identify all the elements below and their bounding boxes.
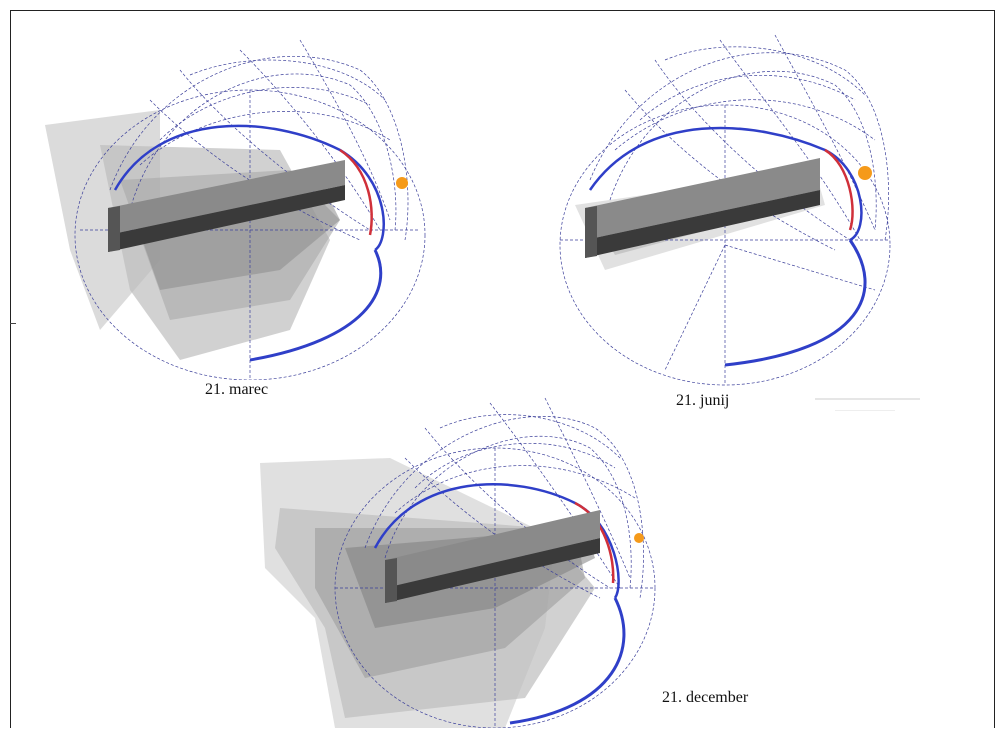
sun-icon xyxy=(858,166,872,180)
shadow-area xyxy=(45,110,340,360)
dome-grid xyxy=(334,397,656,728)
scan-artifact xyxy=(835,410,895,411)
sun-path xyxy=(113,124,385,362)
sun-path xyxy=(373,483,626,725)
sunpath-panel-june: 21. junij xyxy=(545,30,945,409)
building xyxy=(585,158,820,258)
sunpath-diagram-june xyxy=(559,34,891,386)
building xyxy=(108,160,345,252)
sun-icon xyxy=(634,533,644,543)
caption-march: 21. marec xyxy=(205,381,269,398)
margin-tick xyxy=(10,323,16,324)
sun-icon xyxy=(396,177,408,189)
scan-artifact xyxy=(815,398,920,400)
caption-june: 21. junij xyxy=(676,392,730,409)
sunpath-diagram-december xyxy=(260,397,656,728)
sunpath-diagram-march xyxy=(45,39,426,380)
caption-december: 21. december xyxy=(662,689,749,706)
sun-path xyxy=(588,126,867,367)
sunpath-panel-december: 21. december xyxy=(255,388,748,728)
dome-grid xyxy=(74,39,426,380)
sunpath-panel-march: 21. marec xyxy=(40,30,440,398)
figure-frame xyxy=(10,10,995,728)
building xyxy=(385,510,600,603)
